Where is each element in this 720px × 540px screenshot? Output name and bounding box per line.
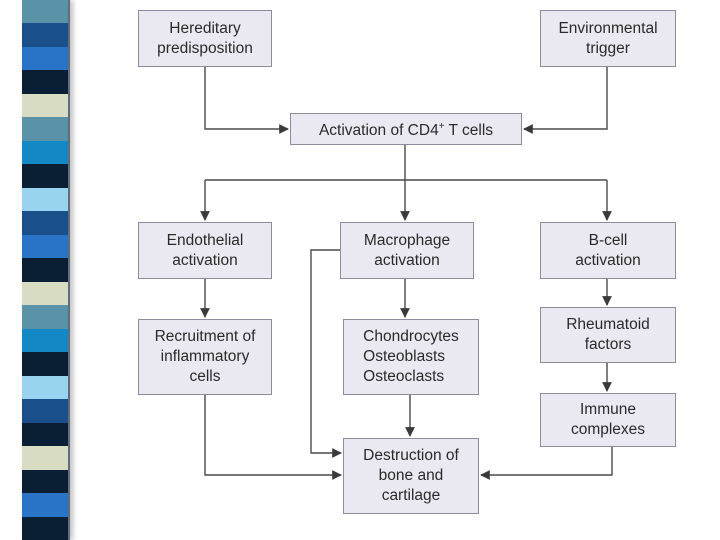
- sidebar-stripe: [22, 493, 68, 517]
- cd4-superscript: +: [438, 120, 445, 132]
- sidebar-stripe: [22, 234, 68, 259]
- sidebar-stripe: [22, 399, 68, 424]
- sidebar-stripe: [22, 23, 68, 48]
- sidebar-stripe: [22, 70, 68, 95]
- node-label: B-cell activation: [575, 231, 641, 269]
- node-label: Endothelial activation: [166, 231, 244, 269]
- arrow-recruitment-to-destruction: [204, 395, 342, 480]
- sidebar-stripe: [22, 164, 68, 189]
- node-label: Activation of CD4+ T cells: [319, 117, 493, 141]
- node-recruitment-inflammatory-cells: Recruitment of inflammatory cells: [138, 319, 272, 395]
- sidebar-stripe: [22, 328, 68, 353]
- node-label: Destruction of bone and cartilage: [363, 447, 459, 504]
- arrow-immune-to-destruction: [480, 447, 613, 480]
- sidebar-stripe: [22, 305, 68, 330]
- decorative-sidebar: [22, 0, 70, 540]
- node-label: Recruitment of inflammatory cells: [154, 328, 256, 385]
- node-environmental-trigger: Environmental trigger: [540, 10, 676, 67]
- sidebar-stripe: [22, 258, 68, 283]
- node-chondrocytes-osteoblasts-osteoclasts: Chondrocytes Osteoblasts Osteoclasts: [343, 319, 479, 395]
- node-rheumatoid-factors: Rheumatoid factors: [540, 307, 676, 363]
- sidebar-stripe: [22, 281, 68, 306]
- sidebar-stripe: [22, 352, 68, 377]
- node-label: Hereditary predisposition: [157, 19, 253, 57]
- arrow-macrophage-to-destruction: [310, 249, 342, 458]
- node-label: Chondrocytes Osteoblasts Osteoclasts: [363, 328, 459, 385]
- arrow-environmental-to-cd4: [523, 67, 608, 134]
- sidebar-stripe: [22, 0, 68, 24]
- sidebar-stripe: [22, 375, 68, 400]
- node-immune-complexes: Immune complexes: [540, 393, 676, 447]
- node-label: Immune complexes: [570, 401, 646, 438]
- sidebar-stripe: [22, 93, 68, 118]
- node-hereditary-predisposition: Hereditary predisposition: [138, 10, 272, 67]
- sidebar-stripe: [22, 446, 68, 471]
- sidebar-stripe: [22, 117, 68, 142]
- sidebar-stripe: [22, 46, 68, 71]
- node-cd4-activation: Activation of CD4+ T cells: [290, 113, 522, 145]
- node-label: Macrophage activation: [363, 231, 451, 269]
- node-bcell-activation: B-cell activation: [540, 222, 676, 279]
- node-label: Environmental trigger: [558, 19, 658, 57]
- sidebar-stripe: [22, 187, 68, 212]
- cd4-suffix: T cells: [444, 122, 494, 140]
- sidebar-stripe: [22, 469, 68, 494]
- node-label: Rheumatoid factors: [566, 316, 650, 353]
- node-destruction-bone-cartilage: Destruction of bone and cartilage: [343, 438, 479, 514]
- cd4-prefix: Activation of CD4: [318, 122, 439, 140]
- sidebar-stripe: [22, 140, 68, 165]
- sidebar-stripe: [22, 211, 68, 236]
- node-macrophage-activation: Macrophage activation: [340, 222, 474, 279]
- sidebar-stripe: [22, 422, 68, 447]
- arrow-hereditary-to-cd4: [204, 67, 289, 134]
- sidebar-stripe: [22, 516, 68, 540]
- node-endothelial-activation: Endothelial activation: [138, 222, 272, 279]
